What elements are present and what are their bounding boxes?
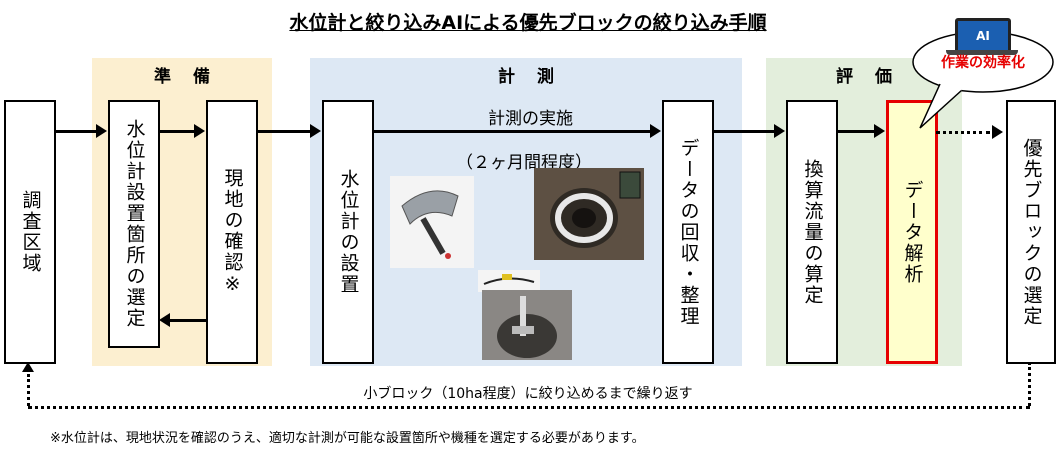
arrow-collect-to-calc: [712, 130, 774, 133]
arrow-calc-to-analysis: [836, 130, 874, 133]
survey-area-text: 調査区域: [21, 190, 40, 274]
arrow-head-right-icon: [310, 124, 321, 138]
priority-block-text: 優先ブロックの選定: [1022, 138, 1041, 327]
site-check-box: 現地の確認※: [206, 100, 258, 364]
sensor-photo: [478, 270, 540, 292]
flow-calc-text: 換算流量の算定: [803, 159, 822, 306]
arrow-head-right-icon: [194, 124, 205, 138]
arrow-survey-to-select: [54, 130, 96, 133]
gauge-install-text: 水位計の設置: [339, 169, 358, 295]
laptop-icon: AI: [955, 18, 1011, 54]
survey-area-box: 調査区域: [4, 100, 56, 364]
manhole-install-photo: [534, 168, 644, 260]
section-measure-label: 計測: [310, 62, 742, 87]
data-analysis-text: データ解析: [903, 180, 922, 285]
laptop-ai-text: AI: [976, 29, 990, 43]
footnote: ※水位計は、現地状況を確認のうえ、適切な計測が可能な設置箇所や機種を選定する必要…: [50, 427, 645, 446]
section-prep-label: 準備: [92, 62, 272, 87]
loop-line-bottom: [28, 406, 1030, 409]
priority-block-box: 優先ブロックの選定: [1006, 100, 1056, 364]
data-analysis-box: データ解析: [886, 100, 938, 364]
measure-run-label: 計測の実施: [488, 104, 573, 129]
site-check-text: 現地の確認※: [223, 168, 242, 297]
arrow-check-to-install: [256, 130, 310, 133]
gauge-site-selection-box: 水位計設置箇所の選定: [108, 100, 160, 348]
loop-label: 小ブロック（10ha程度）に絞り込めるまで繰り返す: [0, 383, 1056, 403]
data-collect-box: データの回収・整理: [662, 100, 714, 364]
pipe-install-photo: [482, 290, 572, 360]
arrow-head-right-icon: [650, 124, 661, 138]
gauge-site-selection-text: 水位計設置箇所の選定: [125, 119, 144, 329]
arrow-check-to-select: [170, 319, 206, 322]
arrow-head-right-icon: [874, 124, 885, 138]
gauge-install-box: 水位計の設置: [322, 100, 374, 364]
arrow-select-to-check: [158, 130, 194, 133]
data-collect-text: データの回収・整理: [679, 138, 698, 327]
arrow-install-to-collect: [372, 130, 650, 133]
water-level-gauge-photo: [390, 176, 474, 268]
diagram-title: 水位計と絞り込みAIによる優先ブロックの絞り込み手順: [0, 8, 1056, 35]
arrow-head-left-icon: [159, 313, 170, 327]
arrow-head-up-icon: [22, 362, 34, 372]
arrow-head-right-icon: [96, 124, 107, 138]
flow-calc-box: 換算流量の算定: [786, 100, 838, 364]
efficiency-caption: 作業の効率化: [928, 52, 1038, 72]
arrow-head-right-icon: [774, 124, 785, 138]
